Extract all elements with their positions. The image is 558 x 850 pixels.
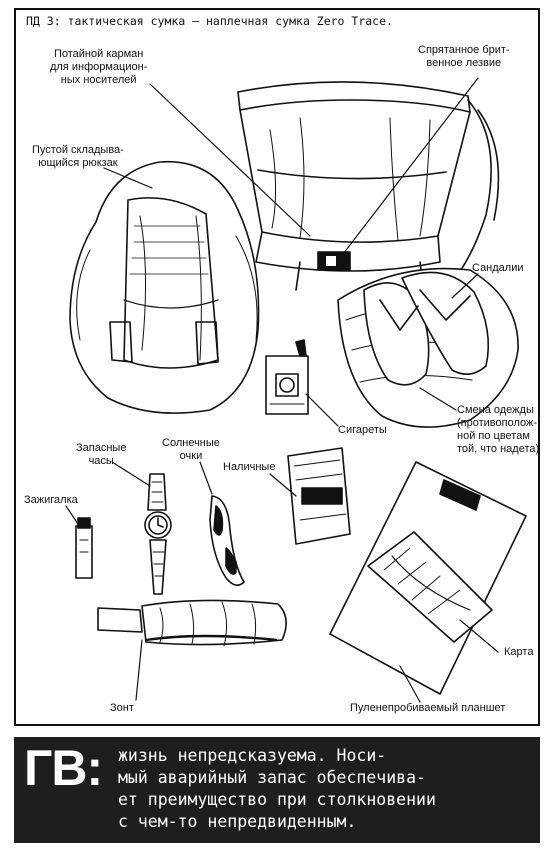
footer-note: ГВ: жизнь непредсказуема. Носи- мый авар…: [14, 737, 540, 843]
label-umbrella: Зонт: [110, 702, 134, 714]
label-backpack: Пустой складыва- ющийся рюкзак: [32, 144, 124, 169]
label-leader-lines: [65, 77, 499, 703]
umbrella-drawing: [97, 599, 287, 647]
page-title: ПД 3: тактическая сумка — наплечная сумк…: [26, 14, 393, 28]
shoulder-bag-drawing: [237, 81, 500, 291]
label-lighter: Зажигалка: [24, 494, 78, 506]
backpack-drawing: [69, 160, 260, 414]
lighter-drawing: [75, 517, 93, 579]
watch-drawing: [144, 473, 172, 595]
label-sunglasses: Солнечные очки: [162, 437, 220, 462]
label-cash: Наличные: [223, 461, 276, 473]
sandals-clothes-drawing: [337, 267, 519, 428]
sunglasses-drawing: [209, 495, 245, 586]
cash-drawing: [287, 447, 351, 545]
label-clothes: Смена одежды (противополож- ной по цвета…: [457, 404, 540, 455]
label-sandals: Сандалии: [472, 262, 524, 274]
label-spare-watch: Запасные часы: [76, 442, 127, 467]
cigarettes-drawing: [265, 339, 309, 415]
clipboard-map-drawing: [329, 461, 527, 695]
footer-text: жизнь непредсказуема. Носи- мый аварийны…: [118, 746, 436, 831]
footer-prefix: ГВ:: [24, 740, 103, 796]
label-clipboard: Пуленепробиваемый планшет: [350, 702, 506, 714]
label-hidden-pocket: Потайной карман для информацион- ных нос…: [50, 48, 148, 86]
label-map: Карта: [504, 646, 534, 658]
label-cigarettes: Сигареты: [338, 424, 387, 436]
label-hidden-blade: Спрятанное брит- венное лезвие: [418, 44, 510, 69]
